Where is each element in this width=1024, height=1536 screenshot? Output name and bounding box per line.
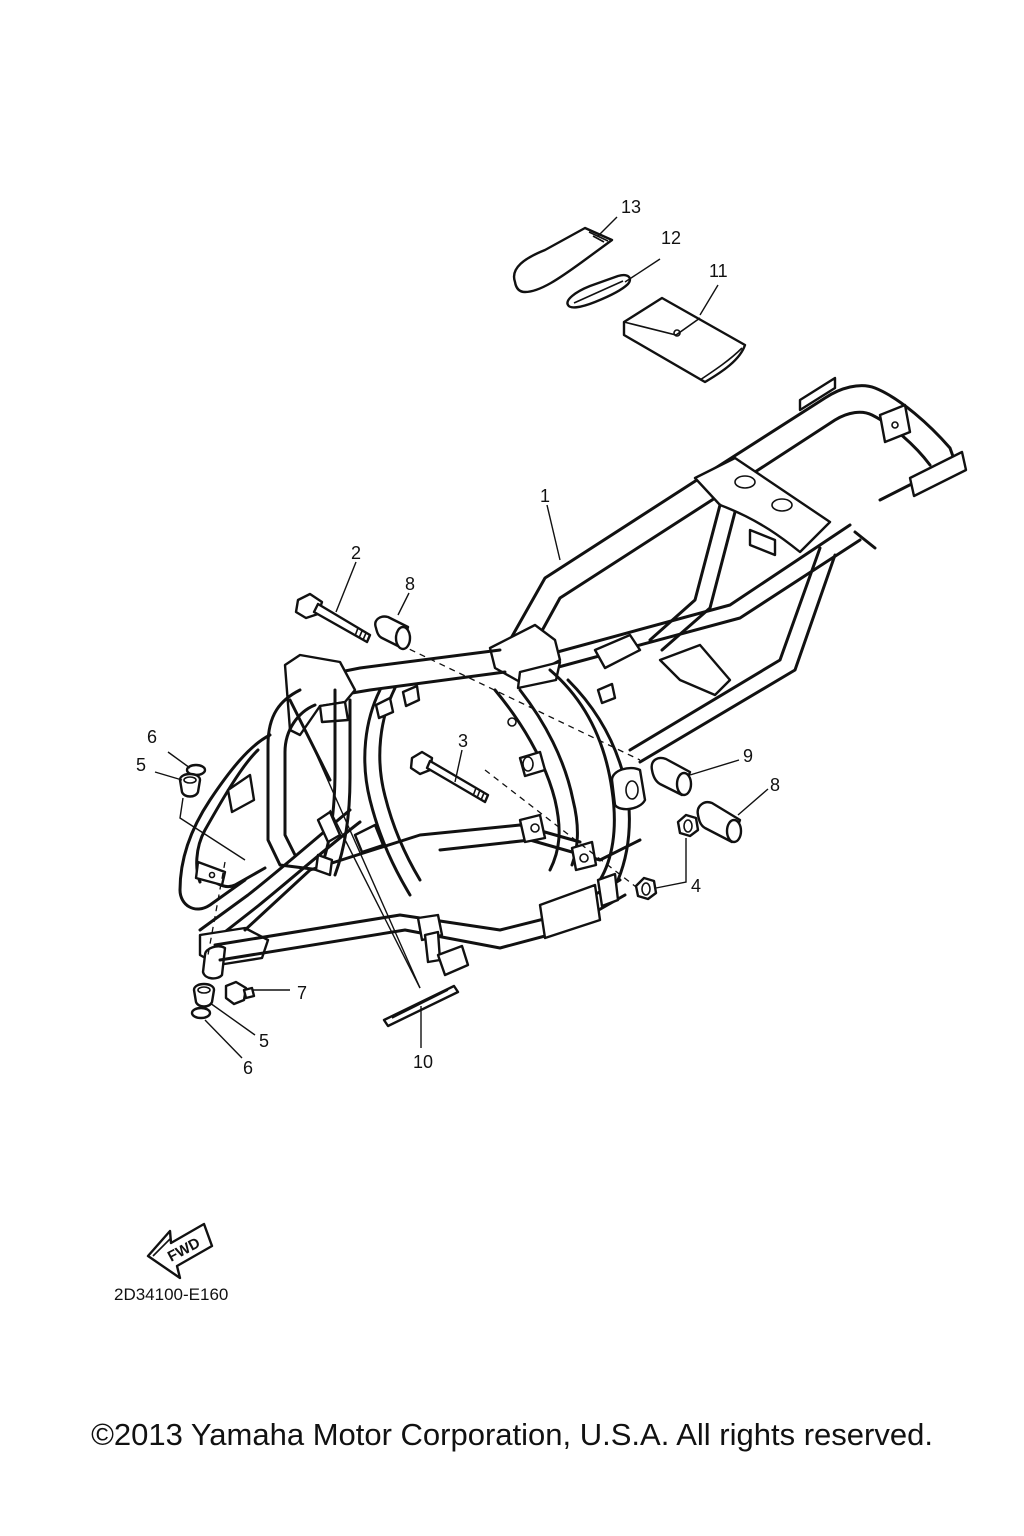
callout-12: 12 bbox=[661, 228, 681, 248]
callout-6-lower: 6 bbox=[243, 1058, 253, 1078]
leader-lines bbox=[154, 216, 769, 1059]
part-8-collar-upper bbox=[374, 615, 412, 651]
part-2-pivot-bolt bbox=[294, 592, 372, 644]
callout-5-upper: 5 bbox=[136, 755, 146, 775]
part-11-document-bag bbox=[622, 296, 747, 384]
part-12-band bbox=[566, 273, 632, 309]
callout-8-upper: 8 bbox=[405, 574, 415, 594]
callout-4: 4 bbox=[691, 876, 701, 896]
part-9-collar bbox=[650, 756, 693, 797]
callout-9: 9 bbox=[743, 746, 753, 766]
part-5-bushing-upper bbox=[178, 772, 202, 798]
callout-8-lower: 8 bbox=[770, 775, 780, 795]
copyright-notice: ©2013 Yamaha Motor Corporation, U.S.A. A… bbox=[91, 1417, 933, 1452]
callout-11: 11 bbox=[709, 261, 728, 281]
part-4-nut-lower bbox=[634, 876, 658, 901]
callout-labels: 1 2 3 4 5 5 6 6 7 8 8 9 10 11 12 13 bbox=[136, 197, 780, 1078]
callout-10: 10 bbox=[413, 1052, 433, 1072]
part-8-collar-lower bbox=[696, 801, 743, 844]
callout-5-lower: 5 bbox=[259, 1031, 269, 1051]
part-4-nut-upper bbox=[676, 813, 700, 838]
alignment-lines bbox=[207, 634, 641, 956]
callout-6-upper: 6 bbox=[147, 727, 157, 747]
part-5-bushing-lower bbox=[192, 982, 216, 1008]
callout-3: 3 bbox=[458, 731, 468, 751]
callout-7: 7 bbox=[297, 983, 307, 1003]
callout-2: 2 bbox=[351, 543, 361, 563]
fwd-arrow-icon: FWD bbox=[146, 1222, 214, 1280]
part-7-grease-nipple bbox=[224, 980, 256, 1006]
part-13-strap bbox=[512, 226, 614, 294]
diagram-part-code: 2D34100-E160 bbox=[114, 1285, 228, 1304]
callout-1: 1 bbox=[540, 486, 550, 506]
part-1-main-frame bbox=[178, 376, 968, 980]
callout-13: 13 bbox=[621, 197, 641, 217]
part-3-engine-bolt bbox=[409, 750, 490, 804]
part-6-o-ring-lower bbox=[190, 1006, 212, 1020]
